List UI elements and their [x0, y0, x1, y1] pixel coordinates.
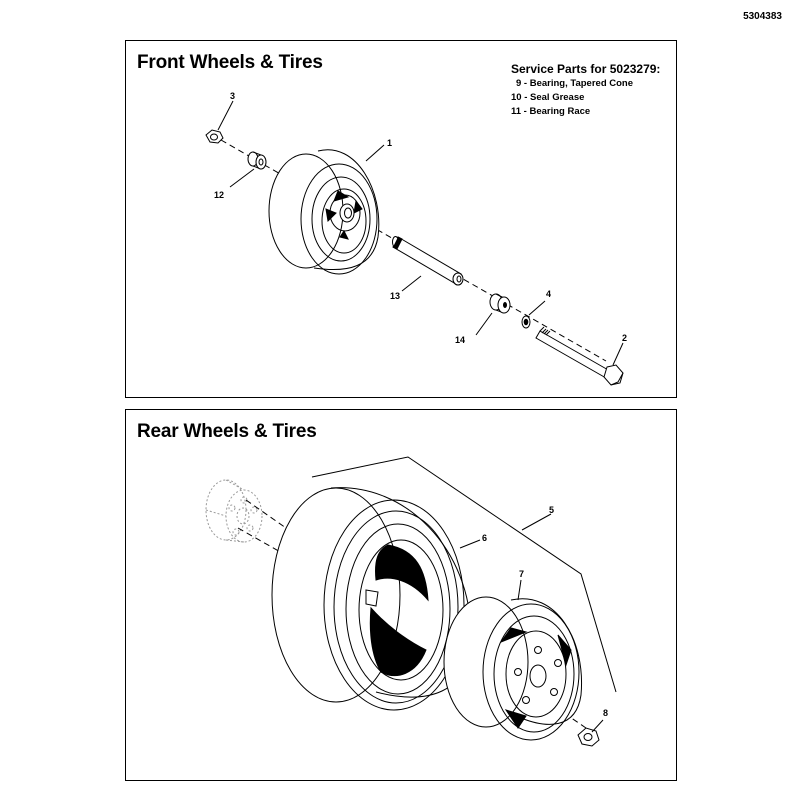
- callout-2: 2: [622, 333, 627, 343]
- leader-line: [459, 539, 481, 549]
- callout-7: 7: [519, 569, 524, 579]
- callout-3: 3: [230, 91, 235, 101]
- rear-wheel-exploded-view: 5 6 7 8: [205, 456, 617, 747]
- front-wheels-panel: Front Wheels & Tires Service Parts for 5…: [125, 40, 677, 398]
- bolt-part-2: [535, 326, 624, 386]
- assembly-bracket-part-5: [311, 456, 617, 693]
- callout-6: 6: [482, 533, 487, 543]
- leader-line: [521, 513, 552, 531]
- rear-tire-part-6: [271, 487, 472, 711]
- leader-line: [517, 579, 522, 601]
- washer-part-4: [521, 315, 531, 329]
- document-number: 5304383: [743, 11, 782, 22]
- callout-5: 5: [549, 505, 554, 515]
- callout-12: 12: [214, 190, 224, 200]
- leader-line: [365, 144, 385, 162]
- bushing-part-14: [489, 293, 511, 314]
- service-part-item: 11 - Bearing Race: [511, 106, 591, 117]
- rear-rim-part-7: [443, 596, 583, 741]
- leader-line: [591, 719, 604, 733]
- front-wheel-exploded-view: 3 1 12 13 14 4 2: [205, 91, 627, 386]
- rear-panel-title: Rear Wheels & Tires: [137, 421, 317, 442]
- nut-part-3: [205, 129, 224, 144]
- leader-line: [475, 312, 493, 336]
- service-part-item: 10 - Seal Grease: [511, 92, 585, 103]
- leader-line: [528, 300, 546, 316]
- leader-line: [217, 100, 234, 131]
- leader-line: [612, 342, 624, 366]
- spacer-tube-part-13: [392, 236, 464, 286]
- service-parts-title: Service Parts for 5023279:: [511, 62, 661, 76]
- callout-8: 8: [603, 708, 608, 718]
- front-panel-title: Front Wheels & Tires: [137, 52, 323, 73]
- leader-line: [229, 168, 255, 188]
- bearing-part-12: [247, 151, 267, 170]
- leader-line: [401, 275, 422, 292]
- callout-1: 1: [387, 138, 392, 148]
- callout-14: 14: [455, 335, 465, 345]
- service-part-item: 9 - Bearing, Tapered Cone: [516, 78, 634, 89]
- lug-nut-part-8: [577, 727, 600, 747]
- hub-phantom: [205, 479, 263, 543]
- rear-wheels-panel: Rear Wheels & Tires: [125, 409, 677, 781]
- callout-13: 13: [390, 291, 400, 301]
- front-wheel-part-1: [268, 149, 380, 275]
- service-parts-list: Service Parts for 5023279: 9 - Bearing, …: [511, 61, 660, 119]
- callout-4: 4: [546, 289, 551, 299]
